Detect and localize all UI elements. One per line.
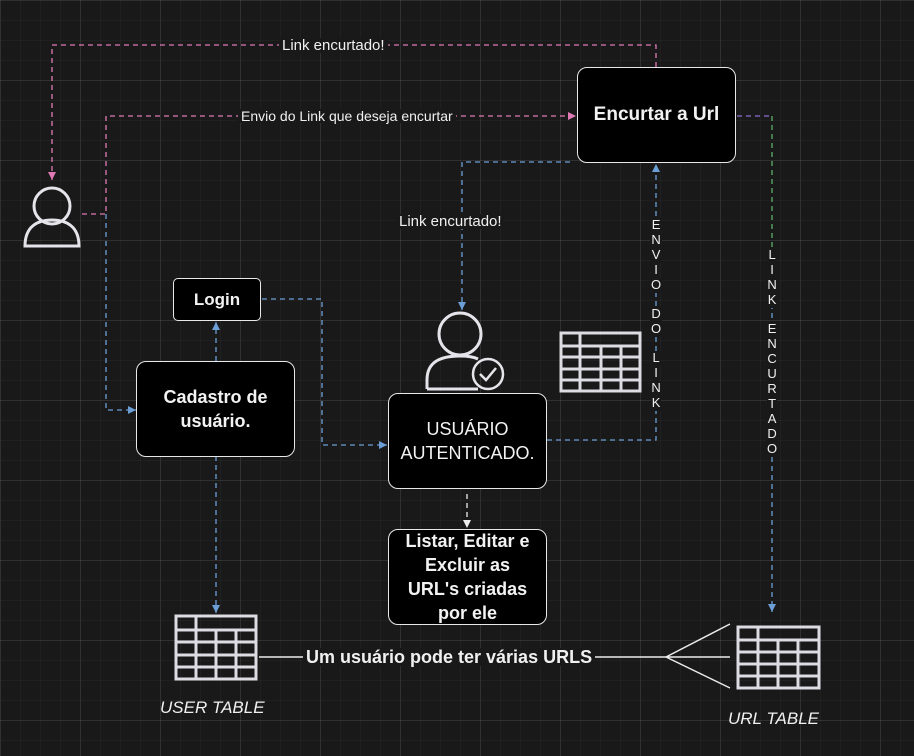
user-table-label: USER TABLE <box>160 698 265 717</box>
vertical-letter: E <box>766 321 778 337</box>
vertical-letter: C <box>766 351 778 367</box>
vertical-letter: N <box>650 380 662 396</box>
edge-label-relationship: Um usuário pode ter várias URLS <box>303 648 596 666</box>
vertical-letter: O <box>650 321 663 337</box>
vertical-letter: K <box>766 292 778 308</box>
url-table-label: URL TABLE <box>728 709 820 728</box>
vertical-letter: D <box>650 306 662 322</box>
edge-login-to-autenticado <box>262 298 387 449</box>
vertical-letter: N <box>766 336 778 352</box>
vertical-letter: I <box>769 262 775 278</box>
edge-user-to-cadastro <box>105 214 136 414</box>
vertical-letter: I <box>653 365 659 381</box>
login-label: Login <box>193 289 241 309</box>
vertical-letter: V <box>650 247 662 263</box>
edge-label-envio-link: Envio do Link que deseja encurtar <box>238 109 456 123</box>
url-table-icon <box>736 625 821 690</box>
edge-label-link-encurtado-mid: Link encurtado! <box>396 214 505 229</box>
vertical-letter: N <box>766 277 778 293</box>
crows-foot <box>665 623 731 689</box>
vertical-letter <box>769 308 775 322</box>
listar-label: Listar, Editar e Excluir as URL's criada… <box>405 531 530 623</box>
table-icon-middle <box>559 331 642 393</box>
vertical-letter: K <box>650 395 662 411</box>
user-check-icon <box>425 311 505 391</box>
user-table-icon <box>174 614 258 681</box>
listar-node[interactable]: Listar, Editar e Excluir as URL's criada… <box>388 529 547 625</box>
vertical-letter <box>653 293 659 307</box>
vertical-letter: O <box>650 277 663 293</box>
vertical-letter: E <box>650 217 662 233</box>
vertical-letter: O <box>766 441 779 457</box>
login-node[interactable]: Login <box>173 278 261 321</box>
autenticado-node[interactable]: USUÁRIO AUTENTICADO. <box>388 393 547 489</box>
vertical-letter: U <box>766 366 778 382</box>
vertical-letter: L <box>651 350 661 366</box>
vertical-letter: T <box>767 396 778 412</box>
vertical-letter: R <box>766 381 778 397</box>
cadastro-label: Cadastro de usuário. <box>163 387 268 431</box>
vertical-letter: N <box>650 232 662 248</box>
encurtar-url-label: Encurtar a Url <box>593 104 720 125</box>
edge-user-to-encurtar <box>82 112 576 215</box>
cadastro-node[interactable]: Cadastro de usuário. <box>136 361 295 457</box>
vertical-letter: L <box>767 247 777 263</box>
autenticado-label: USUÁRIO AUTENTICADO. <box>400 419 535 463</box>
edge-encurtar-to-autenticado <box>458 161 570 310</box>
edge-label-link-encurtado-top: Link encurtado! <box>279 38 388 53</box>
vertical-letter: A <box>766 411 778 427</box>
vertical-letter: I <box>653 262 659 278</box>
vertical-letter <box>653 337 659 351</box>
vertical-letter: D <box>766 426 778 442</box>
user-icon <box>23 186 81 248</box>
encurtar-url-node[interactable]: Encurtar a Url <box>577 67 736 163</box>
edge-autenticado-to-encurtar <box>547 164 660 441</box>
